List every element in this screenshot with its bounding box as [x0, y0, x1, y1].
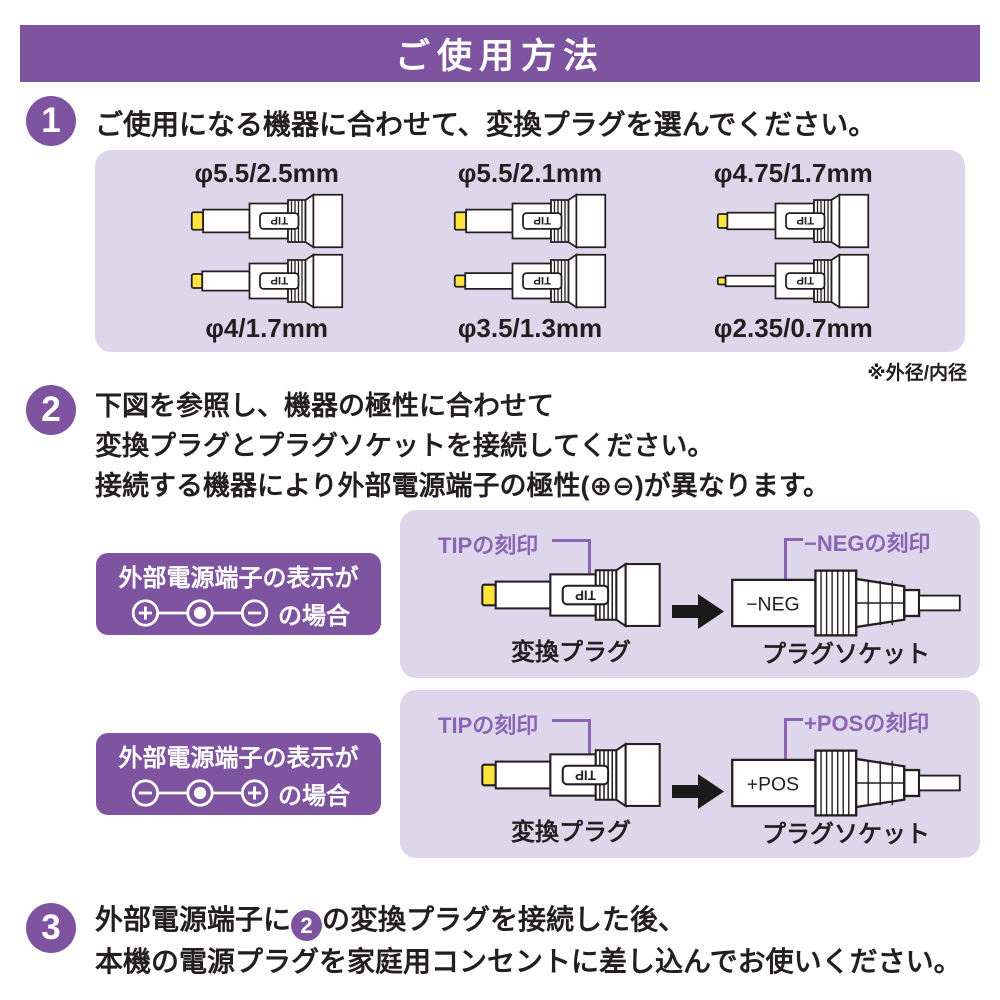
plug-column-1: φ5.5/2.5mm TIP TIP φ4/1.7mm [135, 158, 398, 344]
step-2-instruction: 下図を参照し、機器の極性に合わせて 変換プラグとプラグソケットを接続してください… [95, 386, 830, 506]
callout-line [784, 538, 803, 587]
step-1-instruction: ご使用になる機器に合わせて、変換プラグを選んでください。 [95, 109, 877, 140]
step-2-number: 2 [26, 385, 76, 435]
plug-size-label: φ5.5/2.5mm [194, 158, 339, 188]
step-1-numeral: 1 [41, 101, 61, 140]
dc-plug-icon: TIP [190, 253, 343, 309]
step-3-line1-before: 外部電源端子に [95, 904, 292, 935]
svg-text:TIP: TIP [270, 214, 288, 226]
socket-caption: プラグソケット [762, 821, 930, 848]
plug-size-label: φ3.5/1.3mm [457, 313, 603, 343]
tip-marking-callout: TIPの刻印 [438, 713, 539, 738]
section-header: ご使用方法 [20, 25, 980, 82]
plug-column-3: φ4.75/1.7mm TIP TIP φ2.35/0.7mm [662, 158, 925, 344]
right-arrow-icon [672, 774, 724, 809]
neg-marking-callout: −NEGの刻印 [804, 531, 931, 556]
polarity-case-neg-box: 外部電源端子の表示が の場合 [96, 553, 381, 635]
svg-text:+POS: +POS [747, 773, 799, 795]
dc-plug-icon: TIP [453, 253, 607, 309]
dc-plug-icon: TIP [190, 193, 343, 249]
plug-size-label: φ4/1.7mm [205, 313, 328, 343]
connection-diagram-pos: TIPの刻印 TIP 変換プラグ +POSの刻印 +POS プラグソケット [400, 690, 980, 858]
plug-caption: 変換プラグ [511, 819, 631, 846]
plug-size-label: φ4.75/1.7mm [713, 158, 873, 188]
dc-plug-icon: TIP [717, 253, 870, 309]
dc-plug-icon: TIP [481, 562, 661, 628]
plug-size-label: φ2.35/0.7mm [713, 313, 873, 343]
polarity-case-suffix: の場合 [278, 602, 350, 630]
svg-text:−NEG: −NEG [746, 593, 799, 615]
callout-line [552, 539, 591, 574]
step-3-line-1: 外部電源端子に 2 の変換プラグを接続した後、 [95, 899, 962, 941]
step-3-line1-after: の変換プラグを接続した後、 [322, 904, 687, 935]
svg-text:TIP: TIP [796, 214, 814, 226]
pos-marking-callout: +POSの刻印 [804, 711, 930, 736]
plug-size-label: φ5.5/2.1mm [457, 158, 603, 188]
plug-selection-panel: φ5.5/2.5mm TIP TIP φ4/1.7mm φ5.5/2.1mm T… [95, 150, 965, 352]
svg-text:TIP: TIP [575, 587, 596, 602]
polarity-case-text: 外部電源端子の表示が [118, 744, 359, 772]
step-3-numeral: 3 [41, 908, 61, 947]
dc-plug-icon: TIP [453, 193, 607, 249]
svg-text:TIP: TIP [533, 214, 551, 226]
step-2-line-1: 下図を参照し、機器の極性に合わせて [95, 391, 554, 421]
svg-text:TIP: TIP [575, 767, 596, 782]
plug-socket-icon: +POS [731, 749, 961, 817]
step-2-line-2: 変換プラグとプラグソケットを接続してください。 [95, 431, 715, 461]
svg-text:TIP: TIP [533, 274, 551, 286]
step-3-number: 3 [26, 903, 76, 953]
polarity-symbols-row: の場合 [127, 596, 350, 631]
step-2-reference-badge: 2 [291, 910, 323, 941]
connection-diagram-neg: TIPの刻印 TIP 変換プラグ −NEGの刻印 −NEG プラグソケット [400, 510, 980, 678]
section-title: ご使用方法 [394, 37, 605, 76]
right-arrow-icon [672, 594, 724, 629]
callout-line [552, 719, 591, 754]
svg-text:TIP: TIP [270, 274, 288, 286]
plug-caption: 変換プラグ [511, 639, 631, 666]
plug-column-2: φ5.5/2.1mm TIP TIP φ3.5/1.3mm [398, 158, 661, 344]
step-3-instruction: 外部電源端子に 2 の変換プラグを接続した後、 本機の電源プラグを家庭用コンセントに… [95, 899, 962, 982]
callout-line [784, 718, 803, 767]
dc-plug-icon: TIP [481, 742, 661, 808]
polarity-plus-center-minus-icon [131, 599, 269, 627]
polarity-case-text: 外部電源端子の表示が [118, 564, 359, 592]
polarity-symbols-row: の場合 [127, 776, 350, 811]
dc-plug-icon: TIP [717, 193, 870, 249]
step-1-number: 1 [26, 96, 76, 146]
polarity-case-pos-box: 外部電源端子の表示が の場合 [96, 733, 381, 815]
step-2-line-3: 接続する機器により外部電源端子の極性(⊕⊖)が異なります。 [95, 471, 830, 501]
diameter-note: ※外径/内径 [867, 363, 967, 384]
step-3-line-2: 本機の電源プラグを家庭用コンセントに差し込んでお使いください。 [95, 946, 962, 977]
svg-text:TIP: TIP [796, 274, 814, 286]
polarity-minus-center-plus-icon [131, 779, 269, 807]
badge-numeral: 2 [300, 913, 313, 938]
socket-caption: プラグソケット [762, 641, 930, 668]
step-2-numeral: 2 [41, 390, 61, 429]
polarity-case-suffix: の場合 [278, 782, 350, 810]
plug-socket-icon: −NEG [731, 569, 961, 637]
tip-marking-callout: TIPの刻印 [438, 533, 539, 558]
